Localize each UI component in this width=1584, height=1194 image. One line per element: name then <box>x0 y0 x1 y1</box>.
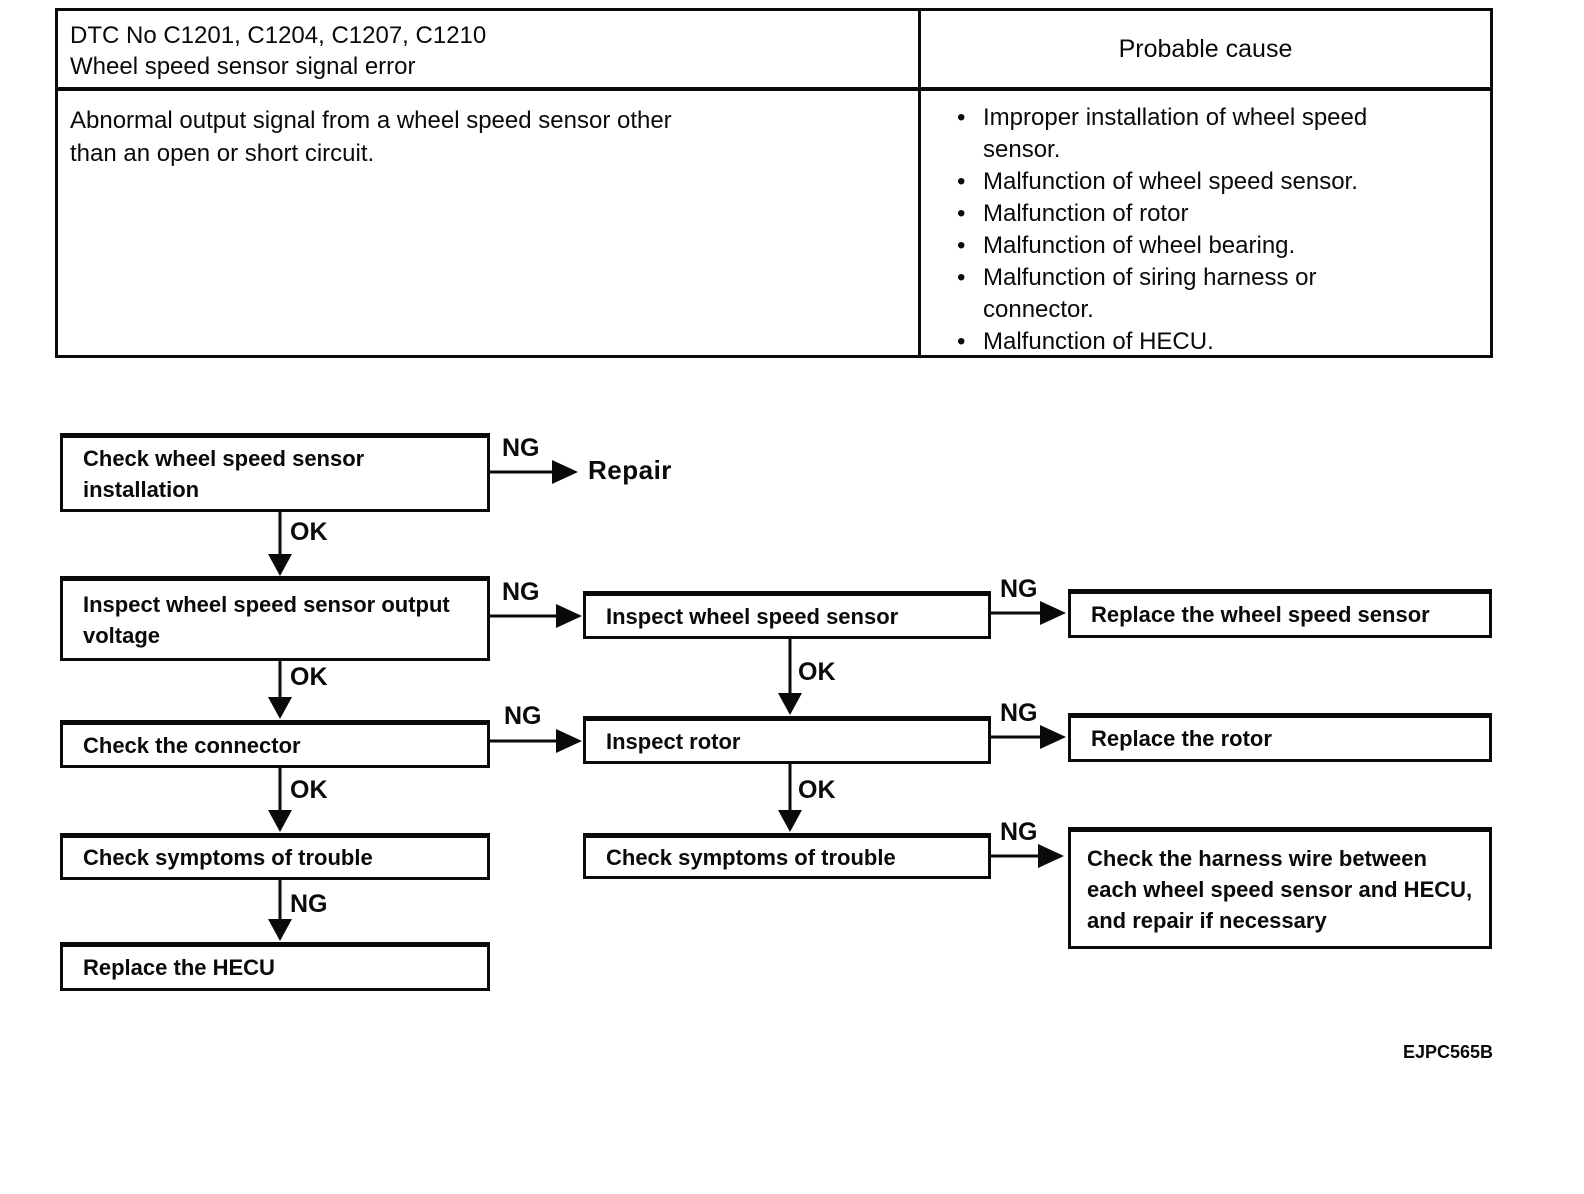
arrow-connector-to-inspect-rotor <box>490 729 582 753</box>
arrow-symptoms-to-hecu <box>268 880 292 941</box>
arrow-inspect-sensor-to-replace-sensor <box>991 601 1066 625</box>
probable-cause-list-cell: • Improper installation of wheel speed s… <box>921 91 1490 358</box>
dtc-description-cell: Abnormal output signal from a wheel spee… <box>58 91 921 358</box>
dtc-code-line: DTC No C1201, C1204, C1207, C1210 <box>70 22 487 49</box>
ok-label-inspect-sensor: OK <box>798 658 836 686</box>
flow-box-replace-hecu: Replace the HECU <box>60 942 490 991</box>
dtc-header-cell: DTC No C1201, C1204, C1207, C1210 Wheel … <box>58 11 921 91</box>
ng-label-installation: NG <box>502 434 540 462</box>
flow-box-check-connector: Check the connector <box>60 720 490 768</box>
bullet-icon: • <box>957 168 966 195</box>
flow-box-check-harness: Check the harness wire between each whee… <box>1068 827 1492 949</box>
probable-cause-header: Probable cause <box>1118 34 1293 63</box>
cause-item: • Improper installation of wheel speed s… <box>957 102 1482 166</box>
ng-label-connector: NG <box>504 702 542 730</box>
dtc-description-line1: Abnormal output signal from a wheel spee… <box>70 107 672 134</box>
flow-box-check-installation: Check wheel speed sensor installation <box>60 433 490 512</box>
cause-item: • Malfunction of HECU. <box>957 326 1482 358</box>
cause-item: • Malfunction of rotor <box>957 198 1482 230</box>
ng-label-inspect-rotor: NG <box>1000 699 1038 727</box>
bullet-icon: • <box>957 104 966 131</box>
arrow-installation-to-voltage <box>268 512 292 576</box>
flow-box-check-symptoms-left: Check symptoms of trouble <box>60 833 490 880</box>
probable-cause-list: • Improper installation of wheel speed s… <box>957 102 1482 358</box>
bullet-icon: • <box>957 264 966 291</box>
flow-box-replace-sensor: Replace the wheel speed sensor <box>1068 589 1492 638</box>
bullet-icon: • <box>957 200 966 227</box>
cause-item: • Malfunction of wheel speed sensor. <box>957 166 1482 198</box>
ng-label-inspect-sensor: NG <box>1000 575 1038 603</box>
dtc-table: DTC No C1201, C1204, C1207, C1210 Wheel … <box>55 8 1493 358</box>
dtc-title-line: Wheel speed sensor signal error <box>70 53 416 80</box>
cause-item: • Malfunction of wheel bearing. <box>957 230 1482 262</box>
figure-code: EJPC565B <box>1402 1042 1493 1062</box>
arrow-installation-to-repair <box>490 460 578 484</box>
arrow-voltage-to-inspect-sensor <box>490 604 582 628</box>
arrow-symptoms-to-harness <box>991 844 1064 868</box>
flow-box-replace-rotor: Replace the rotor <box>1068 713 1492 762</box>
flow-box-inspect-rotor: Inspect rotor <box>583 716 991 764</box>
bullet-icon: • <box>957 232 966 259</box>
arrow-voltage-to-connector <box>268 661 292 719</box>
bullet-icon: • <box>957 328 966 355</box>
ok-label-inspect-rotor: OK <box>798 776 836 804</box>
dtc-description-line2: than an open or short circuit. <box>70 140 375 167</box>
flow-box-inspect-output-voltage: Inspect wheel speed sensor output voltag… <box>60 576 490 661</box>
cause-item: • Malfunction of siring harness or conne… <box>957 262 1482 326</box>
arrow-inspect-rotor-to-replace-rotor <box>991 725 1066 749</box>
ok-label-voltage: OK <box>290 663 328 691</box>
ng-label-symptoms-left: NG <box>290 890 328 918</box>
repair-label: Repair <box>588 455 672 485</box>
probable-cause-header-cell: Probable cause <box>921 11 1490 91</box>
ok-label-installation: OK <box>290 518 328 546</box>
flow-box-inspect-sensor: Inspect wheel speed sensor <box>583 591 991 639</box>
ok-label-connector: OK <box>290 776 328 804</box>
ng-label-symptoms-mid: NG <box>1000 818 1038 846</box>
ng-label-voltage: NG <box>502 578 540 606</box>
arrow-connector-to-symptoms <box>268 768 292 832</box>
flow-box-check-symptoms-mid: Check symptoms of trouble <box>583 833 991 879</box>
